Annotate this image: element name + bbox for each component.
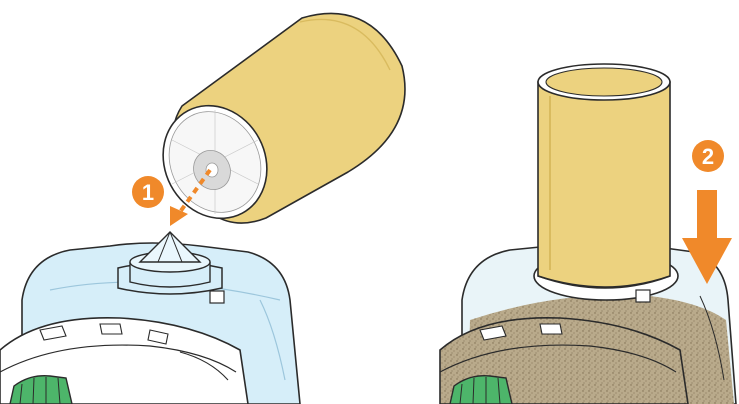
filter-cartridge-left	[144, 13, 405, 236]
step-2-badge: 2	[692, 140, 724, 172]
step-1-badge: 1	[132, 176, 164, 208]
step-1-panel: 1	[0, 13, 405, 404]
filter-cartridge-right	[538, 64, 670, 288]
step-2-number: 2	[702, 144, 714, 169]
step-2-panel: 2	[440, 64, 736, 404]
step-1-number: 1	[142, 180, 154, 205]
